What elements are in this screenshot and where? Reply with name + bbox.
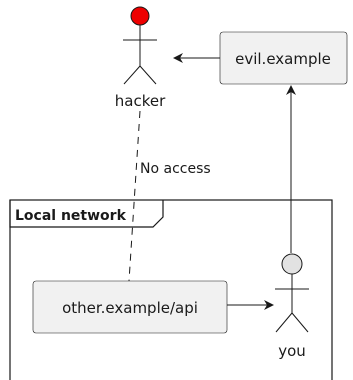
actor-hacker: hacker — [115, 6, 166, 110]
actor-you: you — [275, 253, 309, 360]
package-label: Local network — [15, 208, 127, 224]
you-head-icon — [281, 253, 303, 275]
evil-example-label: evil.example — [235, 50, 331, 68]
local-network-package: Local network — [9, 199, 333, 380]
node-evil-example: evil.example — [219, 31, 348, 85]
you-label: you — [278, 342, 306, 360]
edge-no-access — [128, 110, 141, 282]
no-access-label: No access — [140, 161, 211, 177]
hacker-head-icon — [130, 6, 150, 26]
hacker-label: hacker — [115, 92, 166, 110]
api-label: other.example/api — [62, 299, 198, 317]
node-other-example-api: other.example/api — [32, 280, 228, 334]
